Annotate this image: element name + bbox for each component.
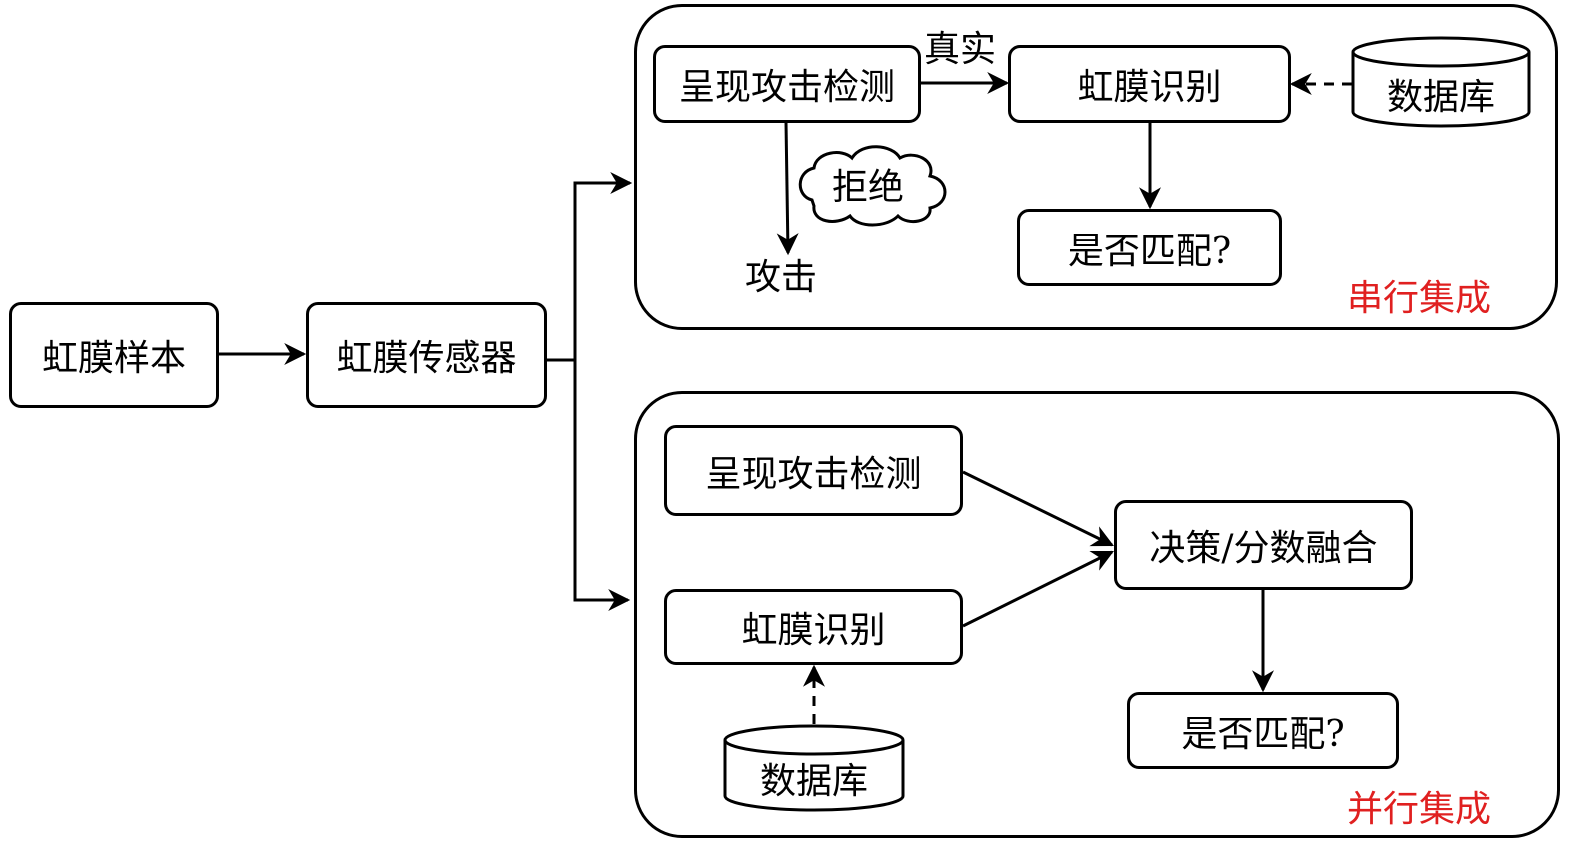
reject-label: 拒绝: [832, 167, 905, 208]
parallel-integration-group: [634, 391, 1560, 838]
serial-recognition-node: 虹膜识别: [1008, 45, 1291, 123]
serial-group-title: 串行集成: [1347, 278, 1492, 319]
parallel-pad-label: 呈现攻击检测: [705, 453, 922, 495]
serial-database-label: 数据库: [1386, 77, 1495, 118]
fusion-label: 决策/分数融合: [1149, 528, 1378, 569]
serial-integration-group: [634, 4, 1558, 330]
arrow-recognition-to-fusion: [962, 550, 1114, 628]
parallel-database-icon: [723, 724, 905, 812]
serial-match-label: 是否匹配?: [1067, 230, 1232, 272]
parallel-recognition-node: 虹膜识别: [664, 589, 963, 665]
arrow-pad-to-attack: [776, 121, 799, 256]
parallel-group-title: 并行集成: [1347, 789, 1492, 830]
genuine-edge-label: 真实: [924, 29, 997, 70]
serial-recognition-label: 虹膜识别: [1077, 67, 1222, 108]
iris-sensor-label: 虹膜传感器: [336, 338, 517, 379]
iris-sample-node: 虹膜样本: [9, 302, 219, 408]
iris-sample-label: 虹膜样本: [41, 338, 186, 379]
connector-sensor-split-parallel: [573, 360, 631, 611]
fusion-node: 决策/分数融合: [1114, 500, 1413, 590]
parallel-database-label: 数据库: [759, 761, 868, 802]
attack-label: 攻击: [745, 257, 818, 298]
serial-pad-node: 呈现攻击检测: [653, 45, 921, 123]
parallel-match-node: 是否匹配?: [1127, 692, 1399, 769]
serial-pad-label: 呈现攻击检测: [678, 67, 895, 108]
connector-sensor-split: [546, 172, 633, 362]
reject-cloud-shape: [798, 145, 947, 227]
iris-sensor-node: 虹膜传感器: [306, 302, 547, 408]
serial-database-icon: [1351, 36, 1531, 128]
parallel-recognition-label: 虹膜识别: [741, 610, 886, 651]
parallel-pad-node: 呈现攻击检测: [664, 425, 963, 516]
parallel-match-label: 是否匹配?: [1181, 713, 1345, 755]
serial-match-node: 是否匹配?: [1017, 209, 1282, 286]
arrow-pad-to-fusion: [962, 470, 1114, 547]
